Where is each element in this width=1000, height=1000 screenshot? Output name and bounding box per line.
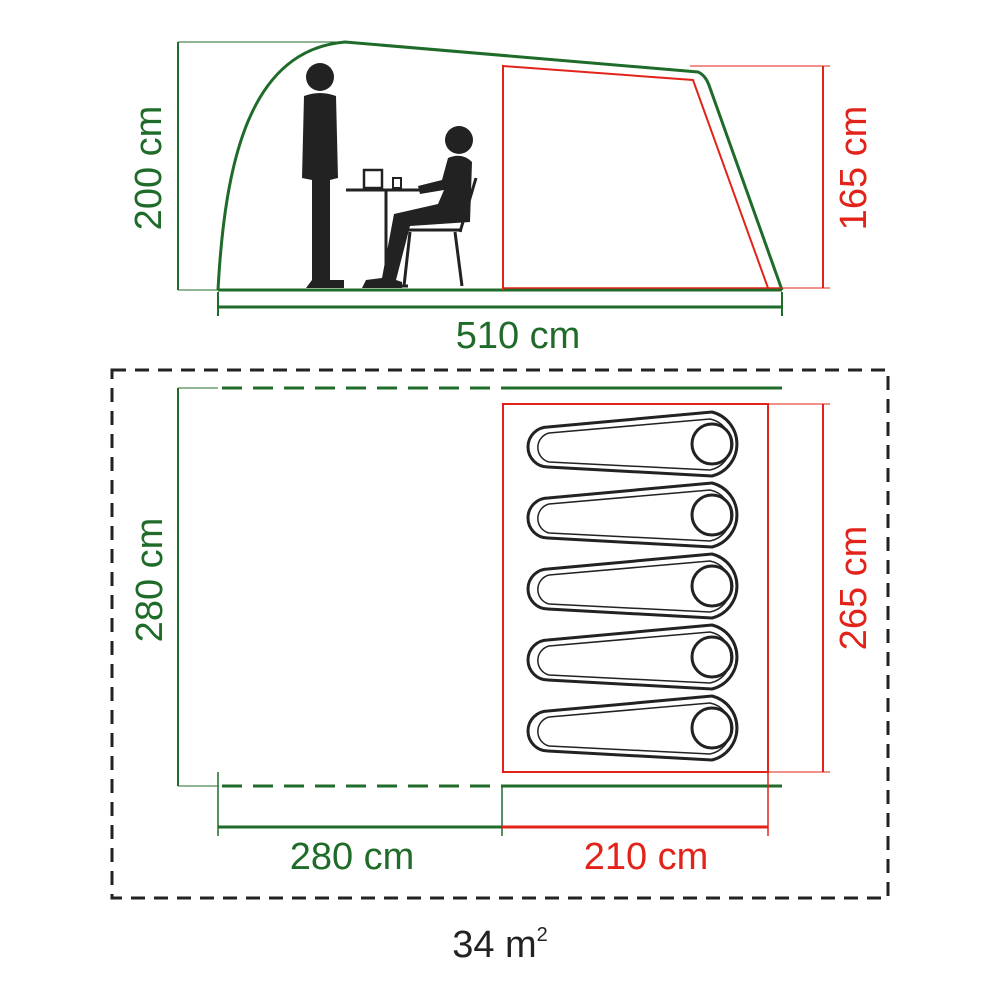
footprint-dashed-boundary (110, 368, 890, 900)
area-unit-superscript: 2 (537, 924, 548, 946)
sleeping-bag-body (526, 481, 739, 549)
total-area-label: 34 m2 (452, 924, 548, 966)
sleeping-bag-icon (526, 552, 739, 620)
tent-length-label: 510 cm (456, 315, 581, 357)
sleeping-bag-icon (526, 694, 739, 762)
tent-width-label: 280 cm (129, 518, 171, 643)
sleeping-bag-body (526, 623, 739, 691)
pillow-icon (690, 422, 734, 466)
side-view: 200 cm 165 cm 510 cm (128, 40, 875, 357)
sleeping-bag-icon (526, 481, 739, 549)
standing-person-icon (302, 63, 344, 288)
sleeping-bag-icon (526, 623, 739, 691)
pillow-icon (690, 635, 734, 679)
bedroom-height-label: 165 cm (833, 106, 875, 231)
sleeping-bag-body (526, 694, 739, 762)
sleeping-bag-icon (526, 410, 739, 478)
pillow-icon (690, 564, 734, 608)
cup-icon (362, 168, 402, 190)
sleeping-bag-body (526, 552, 739, 620)
seated-person-icon (362, 126, 473, 288)
sleeping-bag-body (526, 410, 739, 478)
floor-plan: 280 cm 265 cm 280 cm 210 cm 34 m2 (110, 368, 890, 966)
pillow-icon (690, 706, 734, 750)
living-length-label: 280 cm (290, 836, 415, 878)
chair-icon (402, 177, 478, 287)
tent-profile-outline (216, 40, 784, 291)
sleeping-bags (526, 410, 739, 762)
total-area-value: 34 m (452, 924, 536, 966)
bedroom-inner-outline (502, 403, 769, 773)
bedroom-length-label: 210 cm (584, 836, 709, 878)
bedroom-profile-outline (502, 64, 769, 290)
tent-height-label: 200 cm (128, 106, 170, 231)
bedroom-width-label: 265 cm (833, 526, 875, 651)
pillow-icon (690, 493, 734, 537)
